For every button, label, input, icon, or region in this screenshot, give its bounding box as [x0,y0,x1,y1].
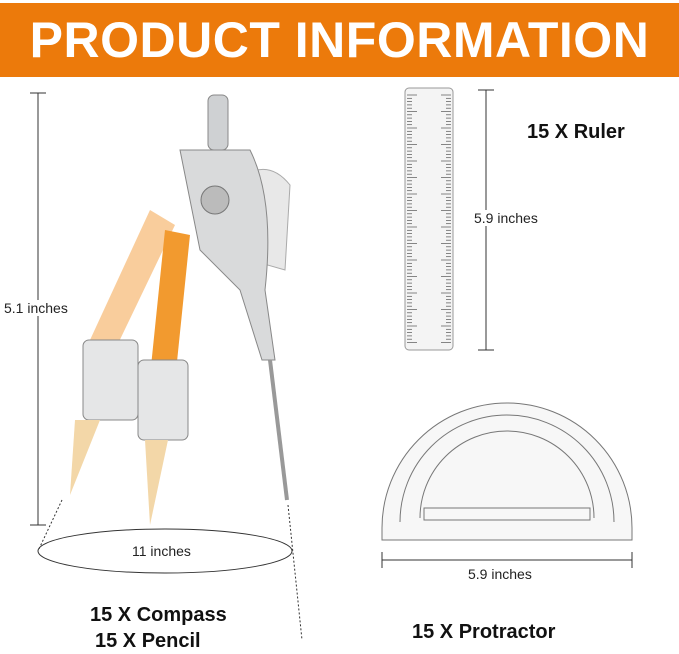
protractor-illustration [381,402,633,541]
ruler-ticks [407,94,451,343]
pencil-caption: 15 X Pencil [95,630,201,652]
compass-diameter-label: 11 inches [132,543,191,559]
compass-illustration [70,94,291,525]
protractor-width-dimension [381,552,633,568]
protractor-caption: 15 X Protractor [412,621,556,643]
banner: PRODUCT INFORMATION [0,3,679,77]
compass-circle-dimension [37,499,303,641]
ruler-illustration [404,87,454,351]
compass-caption: 15 X Compass [90,604,227,626]
ruler-caption: 15 X Ruler [527,121,625,143]
banner-title: PRODUCT INFORMATION [29,12,650,68]
protractor-width-label: 5.9 inches [468,566,532,582]
compass-height-label: 5.1 inches [4,300,68,316]
ruler-length-label: 5.9 inches [474,210,538,226]
